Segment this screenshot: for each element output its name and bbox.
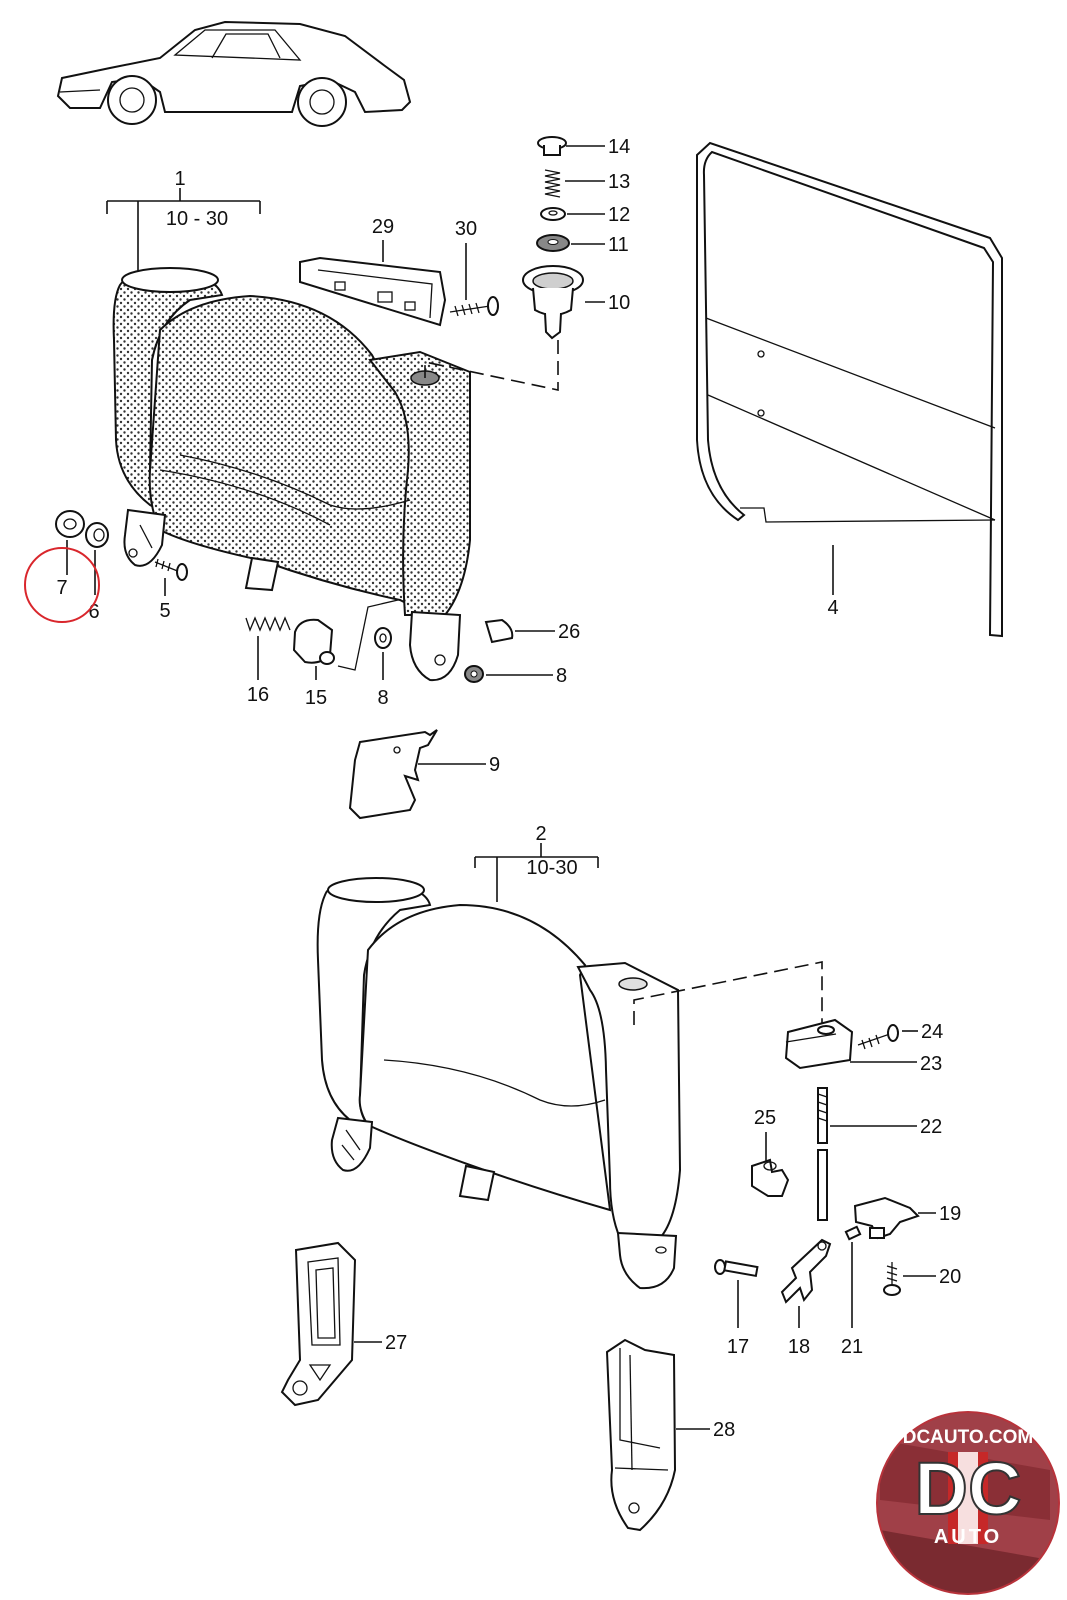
part-13-spring bbox=[544, 169, 561, 198]
callout-1: 1 bbox=[174, 168, 185, 190]
callout-8-right: 8 bbox=[556, 665, 567, 687]
part-8-nut-upper bbox=[374, 627, 392, 649]
logo-mark: DC bbox=[915, 1447, 1022, 1530]
highlight-circle-callout-7 bbox=[24, 547, 100, 623]
part-23-guide-block bbox=[784, 1018, 854, 1070]
callout-15: 15 bbox=[305, 687, 327, 709]
part-14-cap bbox=[537, 136, 567, 156]
part-4-rear-panel bbox=[696, 141, 1003, 638]
callout-27: 27 bbox=[385, 1332, 407, 1354]
part-24-screw bbox=[857, 1024, 899, 1050]
part-8-nut-lower bbox=[464, 665, 484, 683]
callout-29: 29 bbox=[372, 216, 394, 238]
callout-26: 26 bbox=[558, 621, 580, 643]
callout-17: 17 bbox=[727, 1336, 749, 1358]
callout-13: 13 bbox=[608, 171, 630, 193]
part-21-pin bbox=[844, 1225, 862, 1241]
part-18-release-lever bbox=[780, 1238, 832, 1304]
seat-backrest-upholstered bbox=[112, 267, 471, 682]
callout-23: 23 bbox=[920, 1053, 942, 1075]
callout-7: 7 bbox=[56, 577, 67, 599]
dcauto-logo: DCAUTO.COM DC AUTO bbox=[872, 1407, 1064, 1599]
callout-21: 21 bbox=[841, 1336, 863, 1358]
callout-12: 12 bbox=[608, 204, 630, 226]
part-10-guide-sleeve bbox=[522, 265, 584, 340]
part-22-threaded-rod bbox=[817, 1087, 828, 1221]
part-12-washer bbox=[540, 207, 566, 221]
car-silhouette-icon bbox=[56, 20, 412, 127]
callout-11: 11 bbox=[608, 234, 629, 256]
part-16-spring bbox=[245, 616, 291, 632]
callout-19: 19 bbox=[939, 1203, 961, 1225]
callout-16: 16 bbox=[247, 684, 269, 706]
callout-5: 5 bbox=[159, 600, 170, 622]
part-19-lever-bracket bbox=[853, 1196, 920, 1240]
part-11-lock-washer bbox=[536, 234, 570, 252]
callout-30: 30 bbox=[455, 218, 477, 240]
part-26-stop-buffer bbox=[484, 618, 514, 644]
part-20-screw bbox=[883, 1262, 901, 1296]
part-27-side-bracket bbox=[280, 1241, 357, 1407]
callout-10: 10 bbox=[608, 292, 630, 314]
callout-20: 20 bbox=[939, 1266, 961, 1288]
seat-backrest-shell bbox=[316, 877, 682, 1290]
callout-28: 28 bbox=[713, 1419, 735, 1441]
part-9-cover-plate bbox=[348, 729, 438, 820]
callout-6: 6 bbox=[88, 601, 99, 623]
callout-9: 9 bbox=[489, 754, 500, 776]
part-15-plunger bbox=[292, 618, 335, 665]
logo-sub-text: AUTO bbox=[934, 1526, 1002, 1548]
callout-2-range: 10-30 bbox=[526, 857, 577, 879]
part-30-screw bbox=[449, 296, 499, 317]
callout-4: 4 bbox=[827, 597, 838, 619]
part-25-clip bbox=[751, 1158, 790, 1197]
callout-18: 18 bbox=[788, 1336, 810, 1358]
part-17-pivot-pin bbox=[714, 1259, 759, 1278]
callout-2: 2 bbox=[535, 823, 546, 845]
callout-22: 22 bbox=[920, 1116, 942, 1138]
callout-1-range: 10 - 30 bbox=[166, 208, 228, 230]
callout-8-left: 8 bbox=[377, 687, 388, 709]
callout-14: 14 bbox=[608, 136, 630, 158]
part-7-washer bbox=[55, 510, 85, 538]
part-28-side-bracket bbox=[605, 1338, 677, 1532]
part-29-trim-strip bbox=[299, 256, 447, 327]
part-6-bushing bbox=[85, 522, 109, 548]
logo-site-name: DCAUTO.COM bbox=[903, 1427, 1034, 1448]
callout-25: 25 bbox=[754, 1107, 776, 1129]
callout-24: 24 bbox=[921, 1021, 943, 1043]
part-5-bolt bbox=[154, 558, 188, 581]
